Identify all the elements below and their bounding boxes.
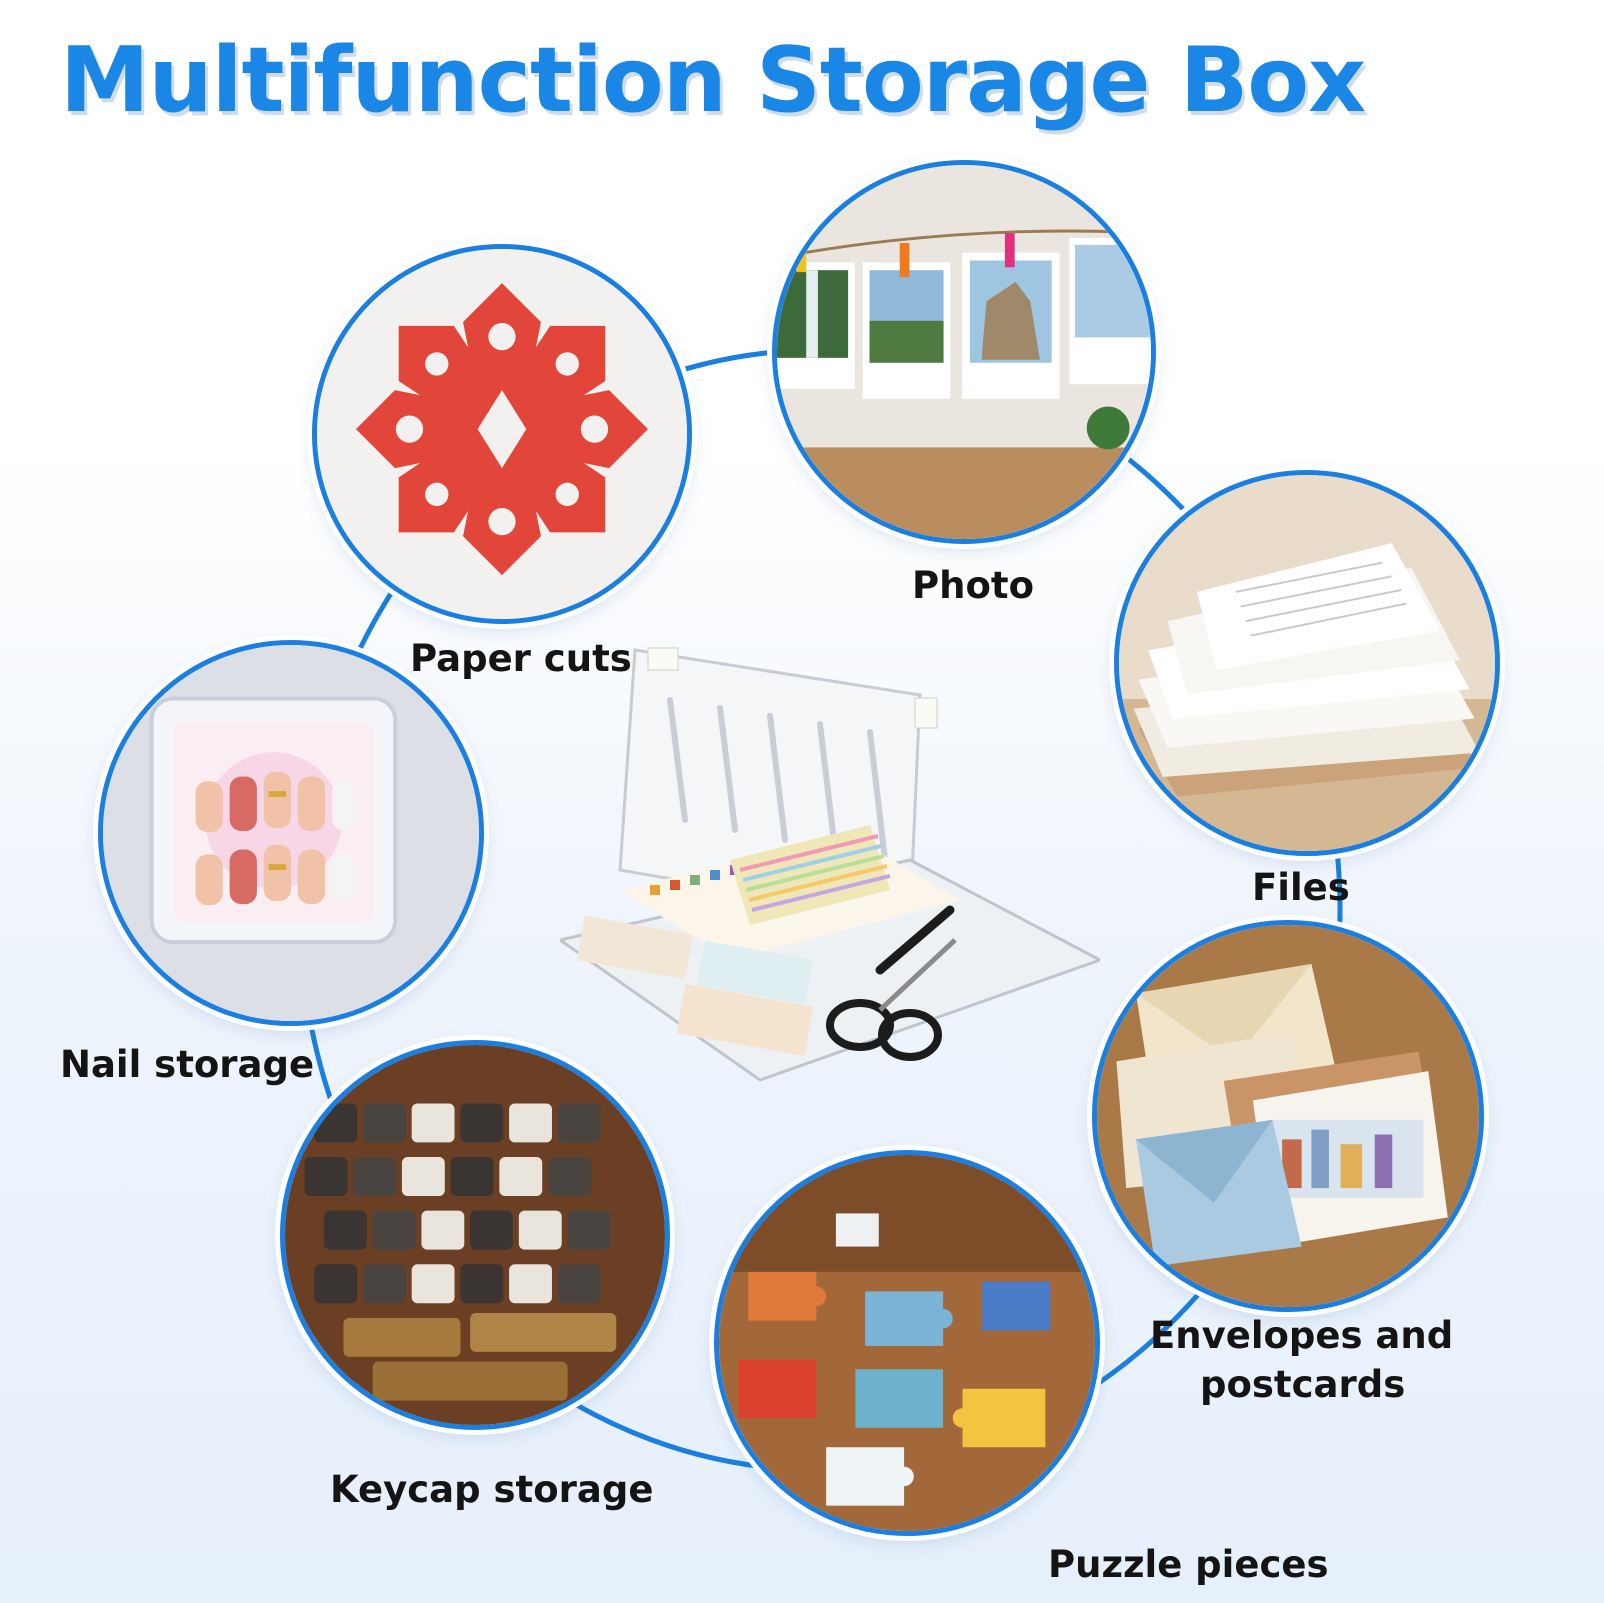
puzzle-pieces-label: Puzzle pieces [1048, 1543, 1329, 1586]
nail-storage-image [98, 640, 484, 1026]
paper-cuts-image [312, 244, 692, 624]
keycaps-image [280, 1040, 670, 1430]
puzzle-pieces-image [714, 1150, 1100, 1536]
envelopes-image [1092, 920, 1484, 1312]
photo-image [772, 160, 1156, 544]
nail-storage-label: Nail storage [60, 1043, 315, 1086]
envelopes-label-line1: Envelopes and [1150, 1314, 1454, 1357]
paper-cuts-label: Paper cuts [410, 637, 632, 680]
photo-label: Photo [912, 564, 1034, 607]
envelopes-label-line2: postcards [1200, 1363, 1406, 1406]
files-label: Files [1252, 866, 1350, 909]
keycap-storage-label: Keycap storage [330, 1468, 654, 1511]
page-title: Multifunction Storage Box [60, 28, 1366, 133]
storage-box-product [556, 640, 1104, 1110]
files-image [1114, 470, 1500, 856]
